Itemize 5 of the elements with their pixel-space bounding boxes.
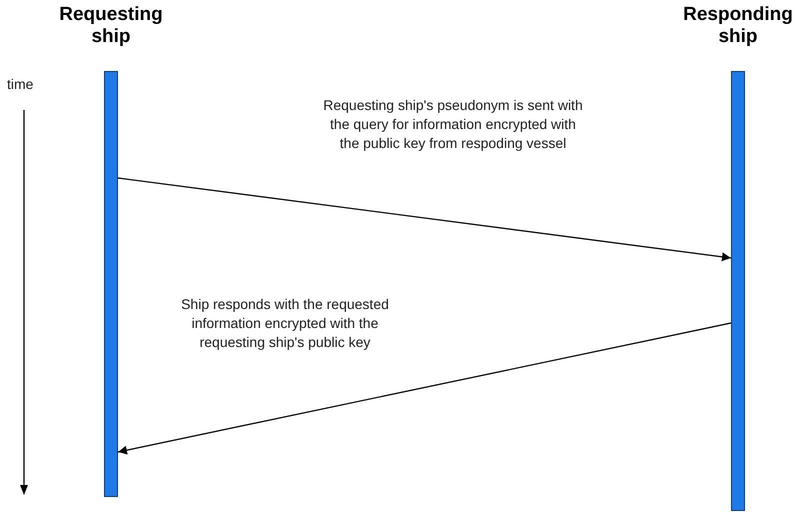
time-label: time xyxy=(7,76,34,92)
message-arrow xyxy=(118,322,732,455)
lifeline-heading: Requesting ship xyxy=(58,4,164,48)
lifeline-heading: Responding ship xyxy=(682,4,794,48)
message-arrow xyxy=(118,177,732,262)
